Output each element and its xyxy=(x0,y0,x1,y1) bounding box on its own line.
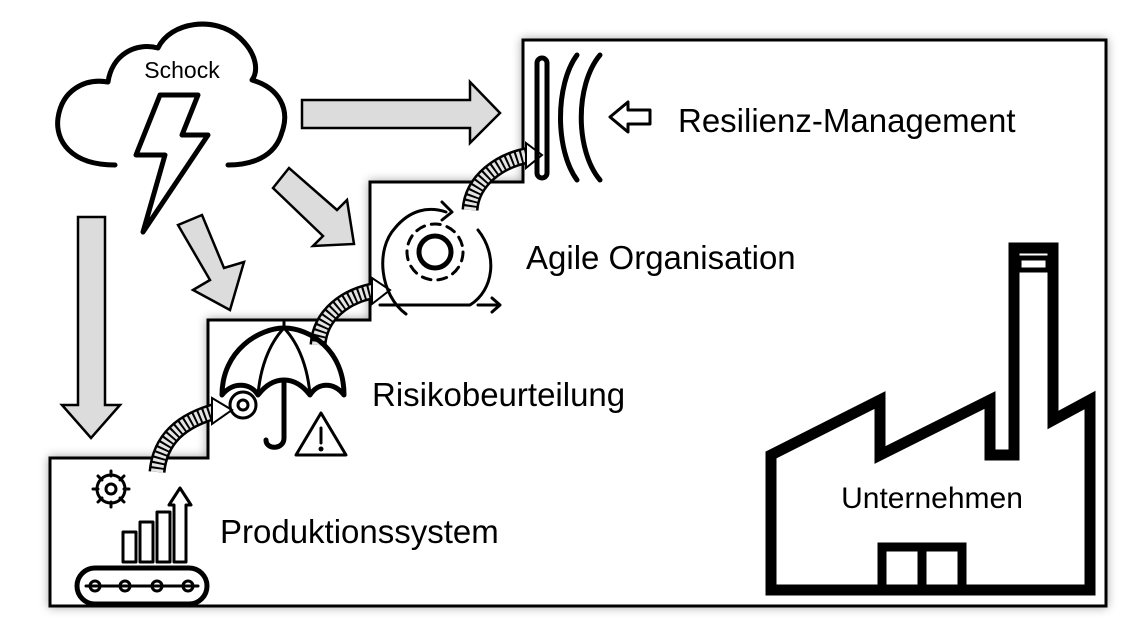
level-label-agile-organisation: Agile Organisation xyxy=(526,239,796,276)
shock-arrow-right xyxy=(300,78,502,147)
shock-arrow-down xyxy=(59,215,123,440)
gear-icon xyxy=(228,390,258,420)
shock-arrow-diag-lower xyxy=(176,213,246,312)
resilience-shield-icon xyxy=(534,52,652,183)
umbrella-icon xyxy=(219,318,347,450)
progress-arrow-2 xyxy=(309,276,392,347)
shock-arrow-diag-upper xyxy=(271,166,356,248)
factory-icon xyxy=(765,242,1096,596)
level-label-risikobeurteilung: Risikobeurteilung xyxy=(372,376,625,413)
shock-cloud-icon xyxy=(55,21,288,235)
agile-cycle-icon xyxy=(378,200,502,316)
shock-label: Schock xyxy=(144,57,220,83)
progress-arrow-1 xyxy=(148,396,234,474)
level-label-produktionssystem: Produktionssystem xyxy=(220,513,499,550)
level-label-resilienz-management: Resilienz-Management xyxy=(678,102,1016,139)
progress-arrow-3 xyxy=(461,141,544,212)
company-label: Unternehmen xyxy=(841,482,1023,515)
warning-icon xyxy=(294,411,348,457)
production-system-icon xyxy=(74,469,210,607)
